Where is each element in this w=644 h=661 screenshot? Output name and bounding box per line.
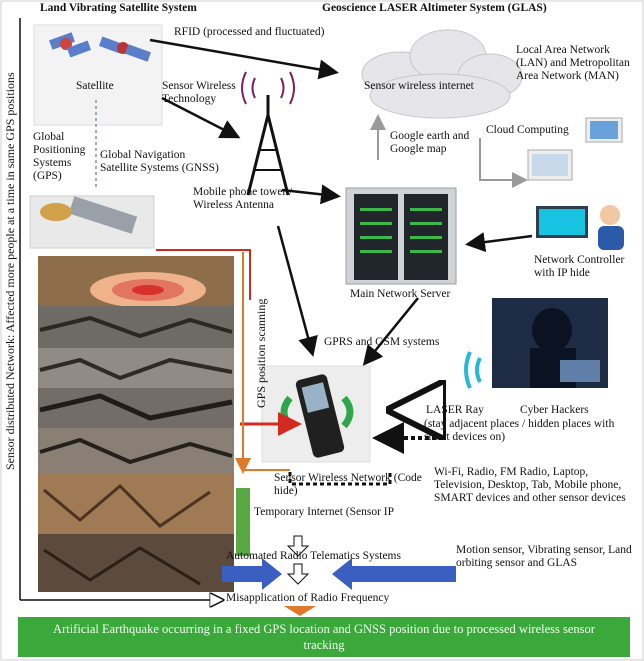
label-tower: Mobile phone tower / Wireless Antenna [193, 186, 319, 212]
arrow-controller-to-server [470, 236, 532, 244]
green-flow-bar [236, 488, 250, 534]
label-left-vertical: Sensor distributed Network: Affected mor… [3, 72, 18, 470]
label-gnss: Global Navigation Satellite Systems (GNS… [100, 149, 224, 175]
label-cyber-hackers-note: (stay adjacent places / hidden places wi… [424, 418, 628, 444]
arrow-server-to-phone [366, 298, 418, 362]
mobile-phone-icon [262, 366, 370, 462]
label-telematics: Automated Radio Telematics Systems [226, 550, 466, 563]
label-main-server: Main Network Server [350, 288, 470, 301]
server-icon [346, 188, 456, 284]
label-cloud-computing: Cloud Computing [486, 124, 586, 137]
earthquake-photos [38, 256, 234, 592]
label-temp-internet: Temporary Internet (Sensor IP [254, 506, 454, 519]
gps-device-icon [30, 196, 154, 248]
title-left: Land Vibrating Satellite System [40, 2, 280, 15]
arrow-satellite-to-cloud [150, 40, 334, 72]
label-gprs-gsm: GPRS and GSM systems [324, 336, 464, 349]
label-misapplication: Misapplication of Radio Frequency [226, 592, 446, 605]
conclusion-banner: Artificial Earthquake occurring in a fix… [18, 617, 630, 657]
label-satellite: Satellite [76, 80, 114, 93]
arrow-down-2 [288, 564, 308, 584]
label-gps: Global Positioning Systems (GPS) [33, 131, 93, 183]
label-laser-ray: LASER Ray [426, 404, 506, 417]
hacker-icon [466, 298, 608, 388]
arrow-to-computer [480, 138, 524, 180]
label-sensor-wireless-tech: Sensor Wireless Technology [162, 80, 254, 106]
cloud-icon [362, 30, 522, 118]
label-devices: Wi-Fi, Radio, FM Radio, Laptop, Televisi… [434, 466, 630, 505]
label-motion-sensor: Motion sensor, Vibrating sensor, Land or… [456, 544, 636, 570]
computer-icon [528, 118, 624, 250]
title-right: Geoscience LASER Altimeter System (GLAS) [322, 2, 640, 15]
label-network-controller: Network Controller with IP hide [534, 254, 638, 280]
label-gps-scanning: GPS position scanning [254, 299, 269, 408]
label-sensor-network: Sensor Wireless Network (Code hide) [274, 472, 424, 498]
label-google: Google earth and Google map [390, 130, 470, 156]
arrow-tower-to-phone [278, 226, 312, 352]
arrow-to-banner [284, 606, 316, 616]
label-sensor-wireless-internet: Sensor wireless internet [364, 80, 514, 93]
label-lan-man: Local Area Network (LAN) and Metropolita… [516, 44, 640, 83]
label-cyber-hackers: Cyber Hackers [520, 404, 620, 417]
label-rfid: RFID (processed and fluctuated) [174, 26, 374, 39]
